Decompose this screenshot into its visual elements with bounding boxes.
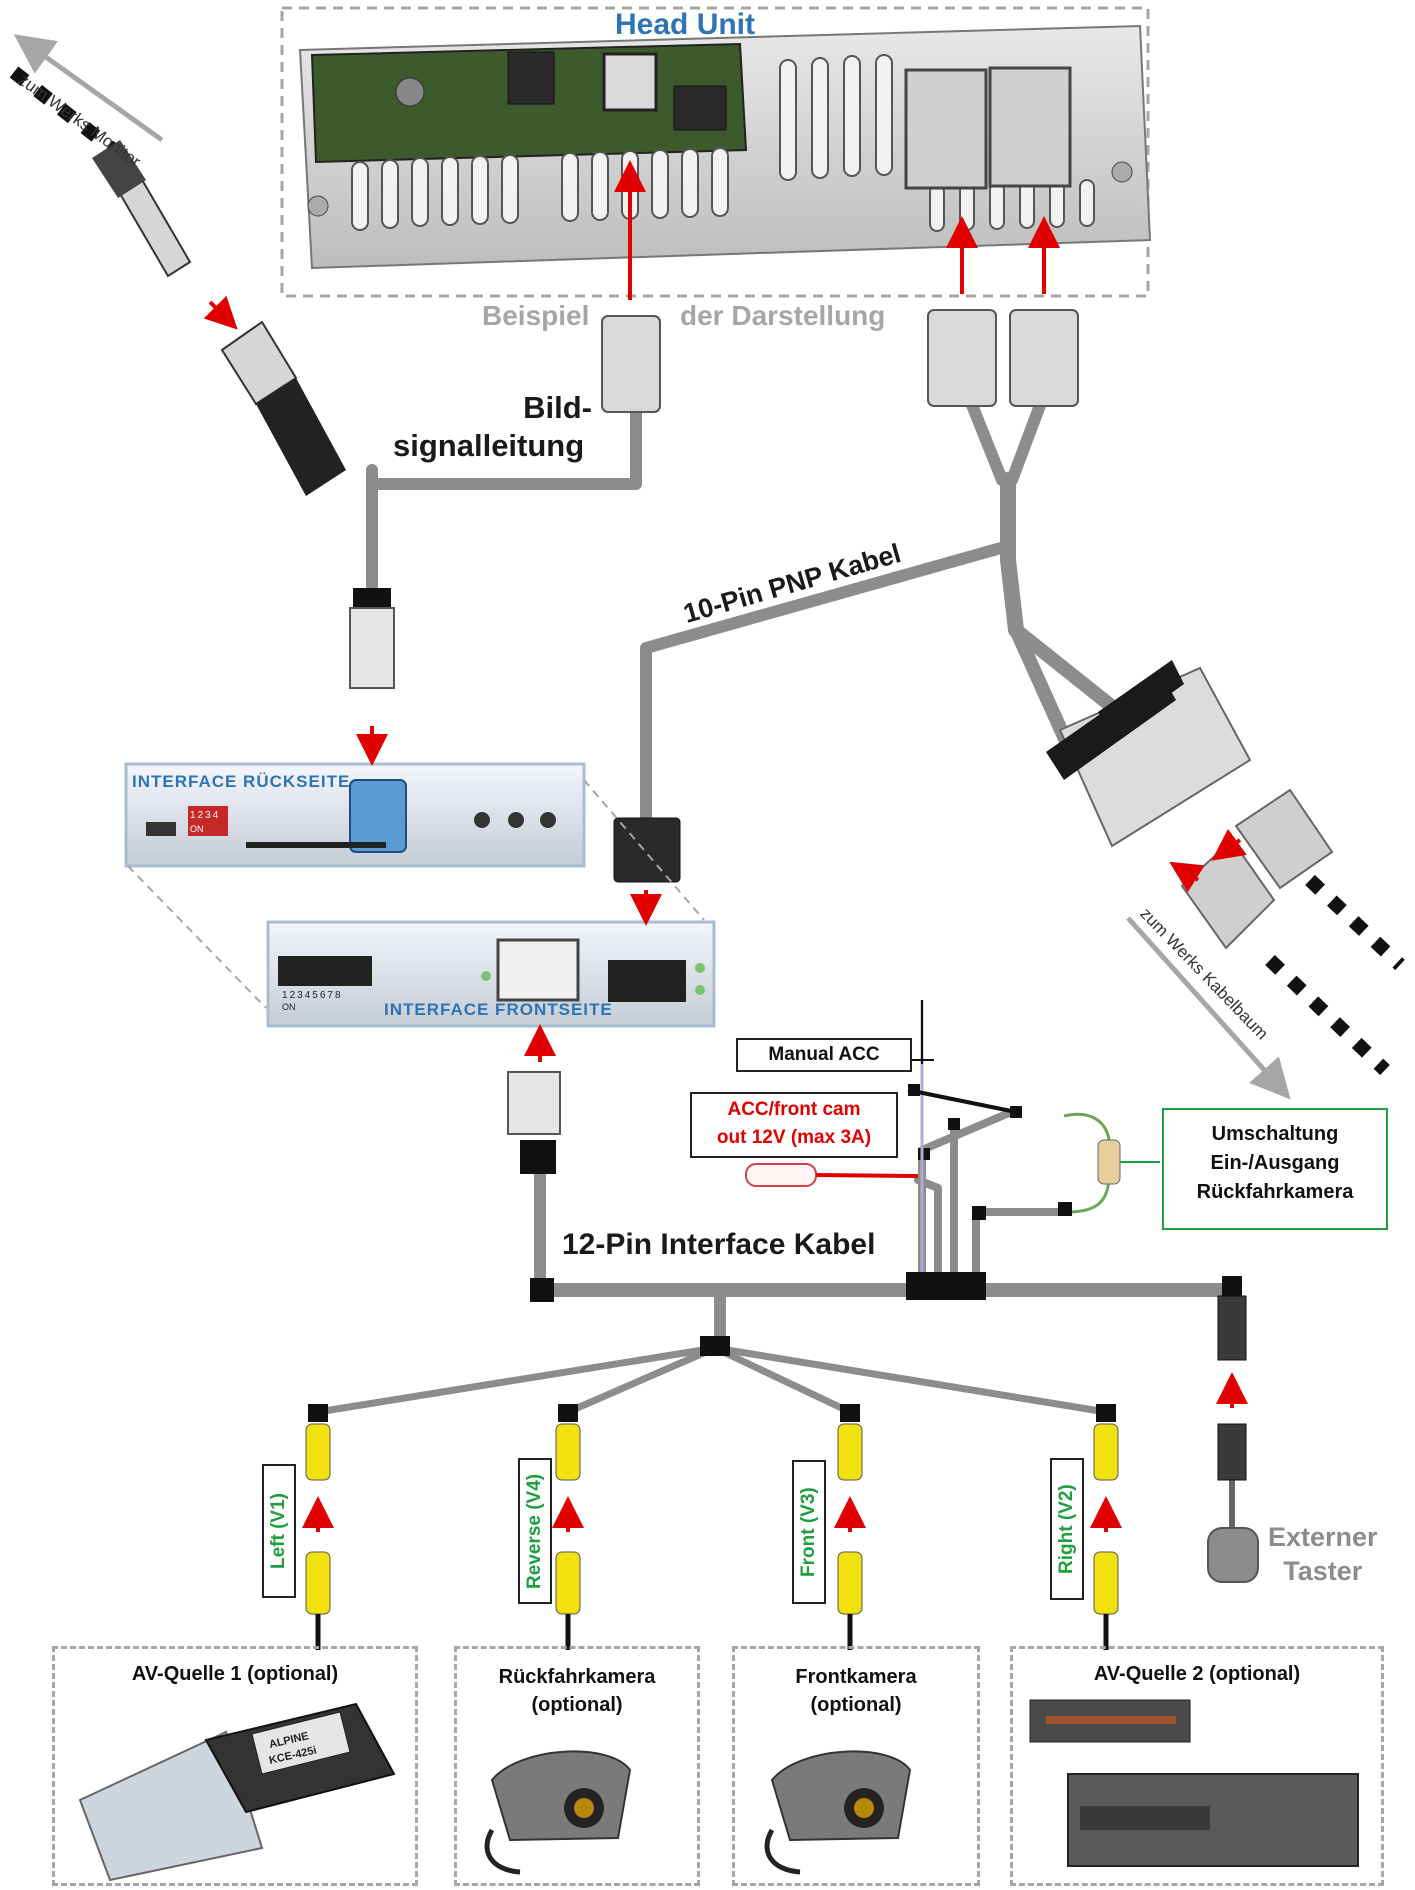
switch-label-line-3: Rückfahrkamera	[1196, 1181, 1354, 1203]
rear-camera-subtitle: (optional)	[531, 1694, 623, 1716]
picture-cable-label-2: signalleitung	[393, 428, 585, 463]
rear-camera-box: Rückfahrkamera (optional)	[454, 1646, 700, 1886]
interface-back	[124, 762, 705, 1009]
monitor-connector	[92, 140, 192, 278]
dip-back-3: 3	[205, 810, 213, 821]
pnp-cable-to-interface	[640, 540, 1014, 834]
head-unit-port-1	[507, 51, 555, 105]
dip-back-1: 1	[190, 810, 198, 821]
cable-node-acc	[906, 1272, 986, 1300]
acc-label-line-1: ACC/front cam	[727, 1099, 861, 1120]
interface-front-label: INTERFACE FRONTSEITE	[384, 1000, 613, 1019]
external-button	[1207, 1527, 1259, 1583]
video-input-right-label: Right (V2)	[1050, 1458, 1084, 1600]
front-camera-device	[764, 1750, 912, 1875]
video-input-front-label: Front (V3)	[792, 1460, 826, 1604]
video-connector	[601, 315, 661, 413]
pnp-cable-trunk	[1000, 472, 1024, 638]
head-unit-plug-a	[904, 68, 988, 190]
head-unit-port-3	[673, 85, 727, 131]
dip-front-numbers: 12345678	[282, 990, 343, 1001]
dip-front-1: 1	[282, 990, 290, 1001]
external-button-label: Externer Taster	[1268, 1520, 1378, 1588]
red-arrows	[203, 160, 1248, 1532]
head-unit-antenna	[395, 77, 425, 107]
switch-label-line-1: Umschaltung	[1211, 1123, 1339, 1145]
external-button-plug	[1217, 1295, 1247, 1481]
front-camera-box: Frontkamera (optional)	[732, 1646, 980, 1886]
dip-front-6: 6	[319, 990, 328, 1001]
dip-front-7: 7	[327, 990, 335, 1001]
video-input-reverse-label: Reverse (V4)	[518, 1458, 552, 1604]
head-unit-video-port	[602, 52, 658, 112]
av-source-2-box: AV-Quelle 2 (optional)	[1010, 1646, 1384, 1886]
rear-camera-title: Rückfahrkamera	[498, 1666, 656, 1688]
acc-branch-nodes	[908, 1084, 1072, 1220]
rca-right	[1093, 1404, 1119, 1650]
picture-cable-plug-bottom	[349, 588, 395, 689]
interface-front	[266, 920, 716, 1028]
interface-cable-label: 12-Pin Interface Kabel	[562, 1228, 876, 1261]
example-label-right: der Darstellung	[680, 300, 886, 331]
head-unit-plug-b	[988, 66, 1072, 188]
dip-back-2: 2	[197, 810, 206, 821]
rca-front	[837, 1404, 863, 1650]
dip-front-3: 3	[297, 990, 305, 1001]
av-source-1-title: AV-Quelle 1 (optional)	[131, 1663, 339, 1685]
dip-front-8: 8	[334, 990, 343, 1001]
arrow-to-harness	[1126, 916, 1291, 1100]
harness-connector-block	[1046, 660, 1334, 950]
example-label-left: Beispiel	[482, 300, 590, 331]
cable-node-left	[530, 1278, 554, 1302]
picture-cable-plug-top	[220, 320, 346, 496]
head-unit-vents	[351, 54, 1095, 232]
av-source-2-title: AV-Quelle 2 (optional)	[1093, 1663, 1301, 1685]
pnp-cable-y-top	[964, 394, 1048, 486]
dip-back-numbers: 1234	[190, 810, 220, 821]
av-source-2-device	[1029, 1699, 1359, 1867]
external-button-line-2: Taster	[1283, 1556, 1363, 1586]
dip-back-4: 4	[212, 810, 221, 821]
dotted-lines	[9, 66, 1405, 1076]
camera-switch-box: Umschaltung Ein-/Ausgang Rückfahrkamera	[1162, 1108, 1388, 1230]
rca-plugs	[305, 1404, 1119, 1650]
head-unit-title: Head Unit	[615, 8, 756, 41]
front-camera-subtitle: (optional)	[810, 1694, 902, 1716]
picture-cable-label-1: Bild-	[523, 390, 592, 425]
switch-branch	[972, 1208, 1070, 1282]
head-unit	[280, 6, 1152, 298]
dip-front-4: 4	[304, 990, 313, 1001]
av-source-1-device: ALPINE KCE-425i	[78, 1702, 396, 1882]
dip-back-on: ON	[190, 824, 204, 834]
av-source-1-box: AV-Quelle 1 (optional)	[52, 1646, 418, 1886]
interface-back-label: INTERFACE RÜCKSEITE	[132, 772, 351, 791]
switch-label-line-2: Ein-/Ausgang	[1210, 1152, 1340, 1174]
rca-reverse	[555, 1404, 581, 1650]
acc-label-line-2: out 12V (max 3A)	[716, 1127, 872, 1148]
front-camera-title: Frontkamera	[795, 1666, 917, 1688]
manual-acc-label: Manual ACC	[736, 1038, 912, 1072]
cable-node-fanout	[700, 1336, 730, 1356]
dip-front-2: 2	[289, 990, 298, 1001]
pnp-connectors-top	[927, 309, 1079, 407]
video-fanout-cables	[314, 1344, 1110, 1416]
acc-fuse-plug	[745, 1163, 919, 1187]
dip-front-5: 5	[312, 990, 320, 1001]
head-unit-frame	[280, 6, 1150, 298]
external-button-line-1: Externer	[1268, 1522, 1378, 1552]
video-input-left-label: Left (V1)	[262, 1464, 296, 1598]
dip-front-on: ON	[282, 1002, 296, 1012]
arrow-to-monitor	[13, 34, 164, 143]
acc-front-cam-box: ACC/front cam out 12V (max 3A)	[690, 1092, 898, 1158]
interface-cable-plug	[507, 1071, 561, 1174]
cables	[314, 394, 1239, 1533]
rca-left	[305, 1404, 331, 1650]
rear-camera-device	[484, 1750, 632, 1875]
